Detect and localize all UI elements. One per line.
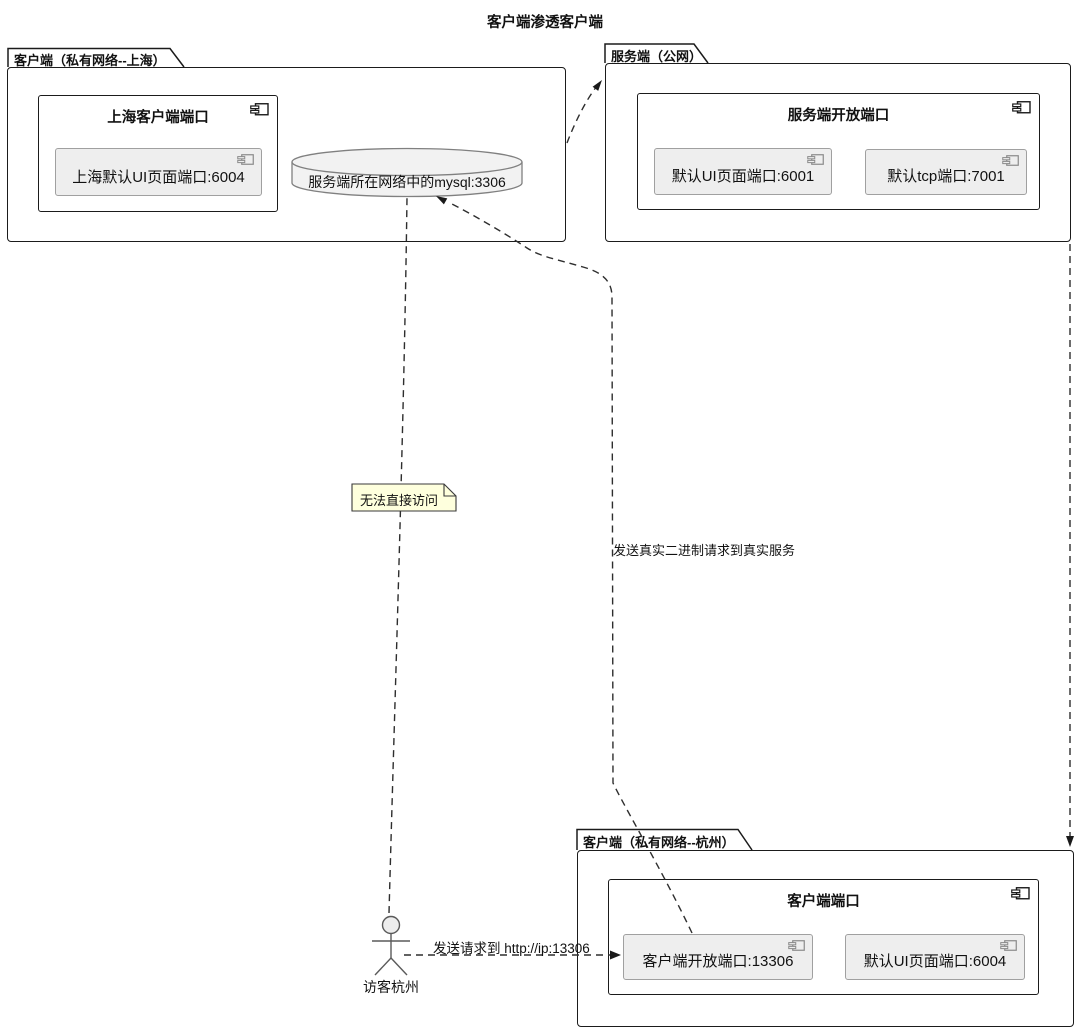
port-box-hangzhou-open: 客户端开放端口:13306 <box>623 934 813 980</box>
component-icon <box>788 940 805 952</box>
component-icon <box>807 154 824 166</box>
port-label: 上海默认UI页面端口:6004 <box>72 169 245 186</box>
component-icon <box>1000 940 1017 952</box>
port-box-server-ui: 默认UI页面端口:6001 <box>654 148 832 195</box>
component-title: 服务端开放端口 <box>787 108 890 124</box>
port-box-hangzhou-ui: 默认UI页面端口:6004 <box>845 934 1025 980</box>
component-title: 客户端端口 <box>787 894 860 910</box>
port-label: 默认UI页面端口:6001 <box>671 168 815 185</box>
component-icon <box>237 154 254 166</box>
component-icon <box>1002 155 1019 167</box>
port-box-server-tcp: 默认tcp端口:7001 <box>865 149 1027 195</box>
component-hangzhou-ports: 客户端端口 客户端开放端口:13306 默认UI页面端口:6004 <box>608 879 1039 995</box>
port-label: 默认tcp端口:7001 <box>887 168 1005 185</box>
component-shanghai-ports: 上海客户端端口 上海默认UI页面端口:6004 <box>38 95 278 212</box>
port-label: 默认UI页面端口:6004 <box>863 953 1007 970</box>
port-label: 客户端开放端口:13306 <box>642 953 794 970</box>
component-icon <box>250 103 269 117</box>
port-box-shanghai-ui: 上海默认UI页面端口:6004 <box>55 148 262 196</box>
component-icon <box>1011 887 1030 901</box>
component-title: 上海客户端端口 <box>107 110 209 126</box>
component-server-open-ports: 服务端开放端口 默认UI页面端口:6001 默认tcp端口:7001 <box>637 93 1040 210</box>
component-icon <box>1012 101 1031 115</box>
